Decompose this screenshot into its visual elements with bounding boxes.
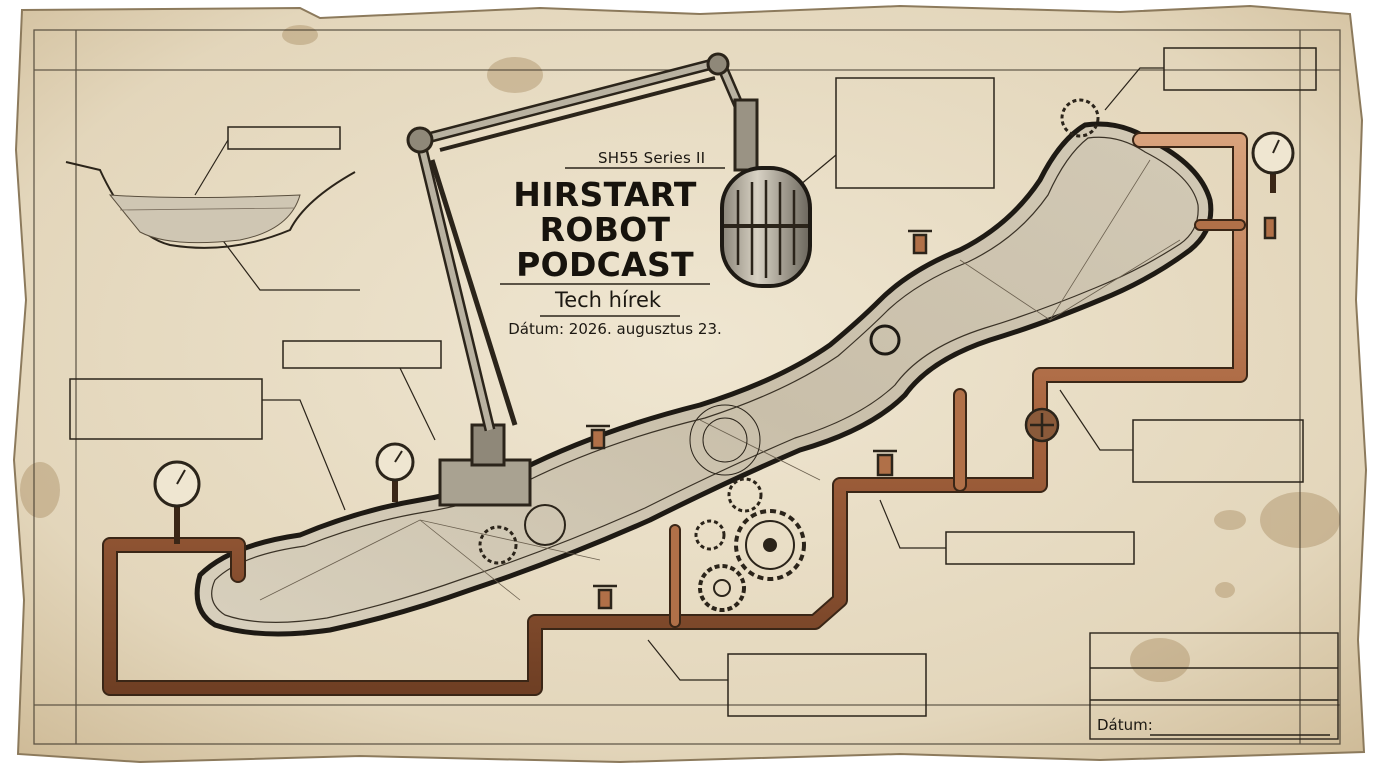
stamp-box [1089,632,1339,740]
title-line-1: HIRSTART [513,175,697,214]
label-box-8 [727,653,927,717]
label-box-6 [1132,419,1304,483]
valve-icon [586,216,1277,610]
stamp-date-label: Dátum: [1097,716,1153,734]
date-line: Dátum: 2026. augusztus 23. [508,320,722,338]
label-boxes [69,47,1317,717]
label-box-4 [835,77,995,189]
label-box-3 [69,378,263,440]
pressure-gauge-icon [153,131,1295,544]
subtitle: Tech hírek [554,288,662,312]
microphone-icon [720,98,812,288]
label-box-1 [227,126,341,150]
mic-boom-arm [406,52,751,507]
gear-icon [478,98,1100,612]
copper-pipes [102,132,1248,696]
title-line-2: ROBOT [539,210,671,249]
label-box-5 [1163,47,1317,91]
label-box-2 [282,340,442,369]
title-line-3: PODCAST [516,245,694,284]
series-label: SH55 Series II [598,149,706,167]
title-rules [500,167,725,317]
crater-sketch [65,161,356,249]
leader-lines [194,67,1164,681]
